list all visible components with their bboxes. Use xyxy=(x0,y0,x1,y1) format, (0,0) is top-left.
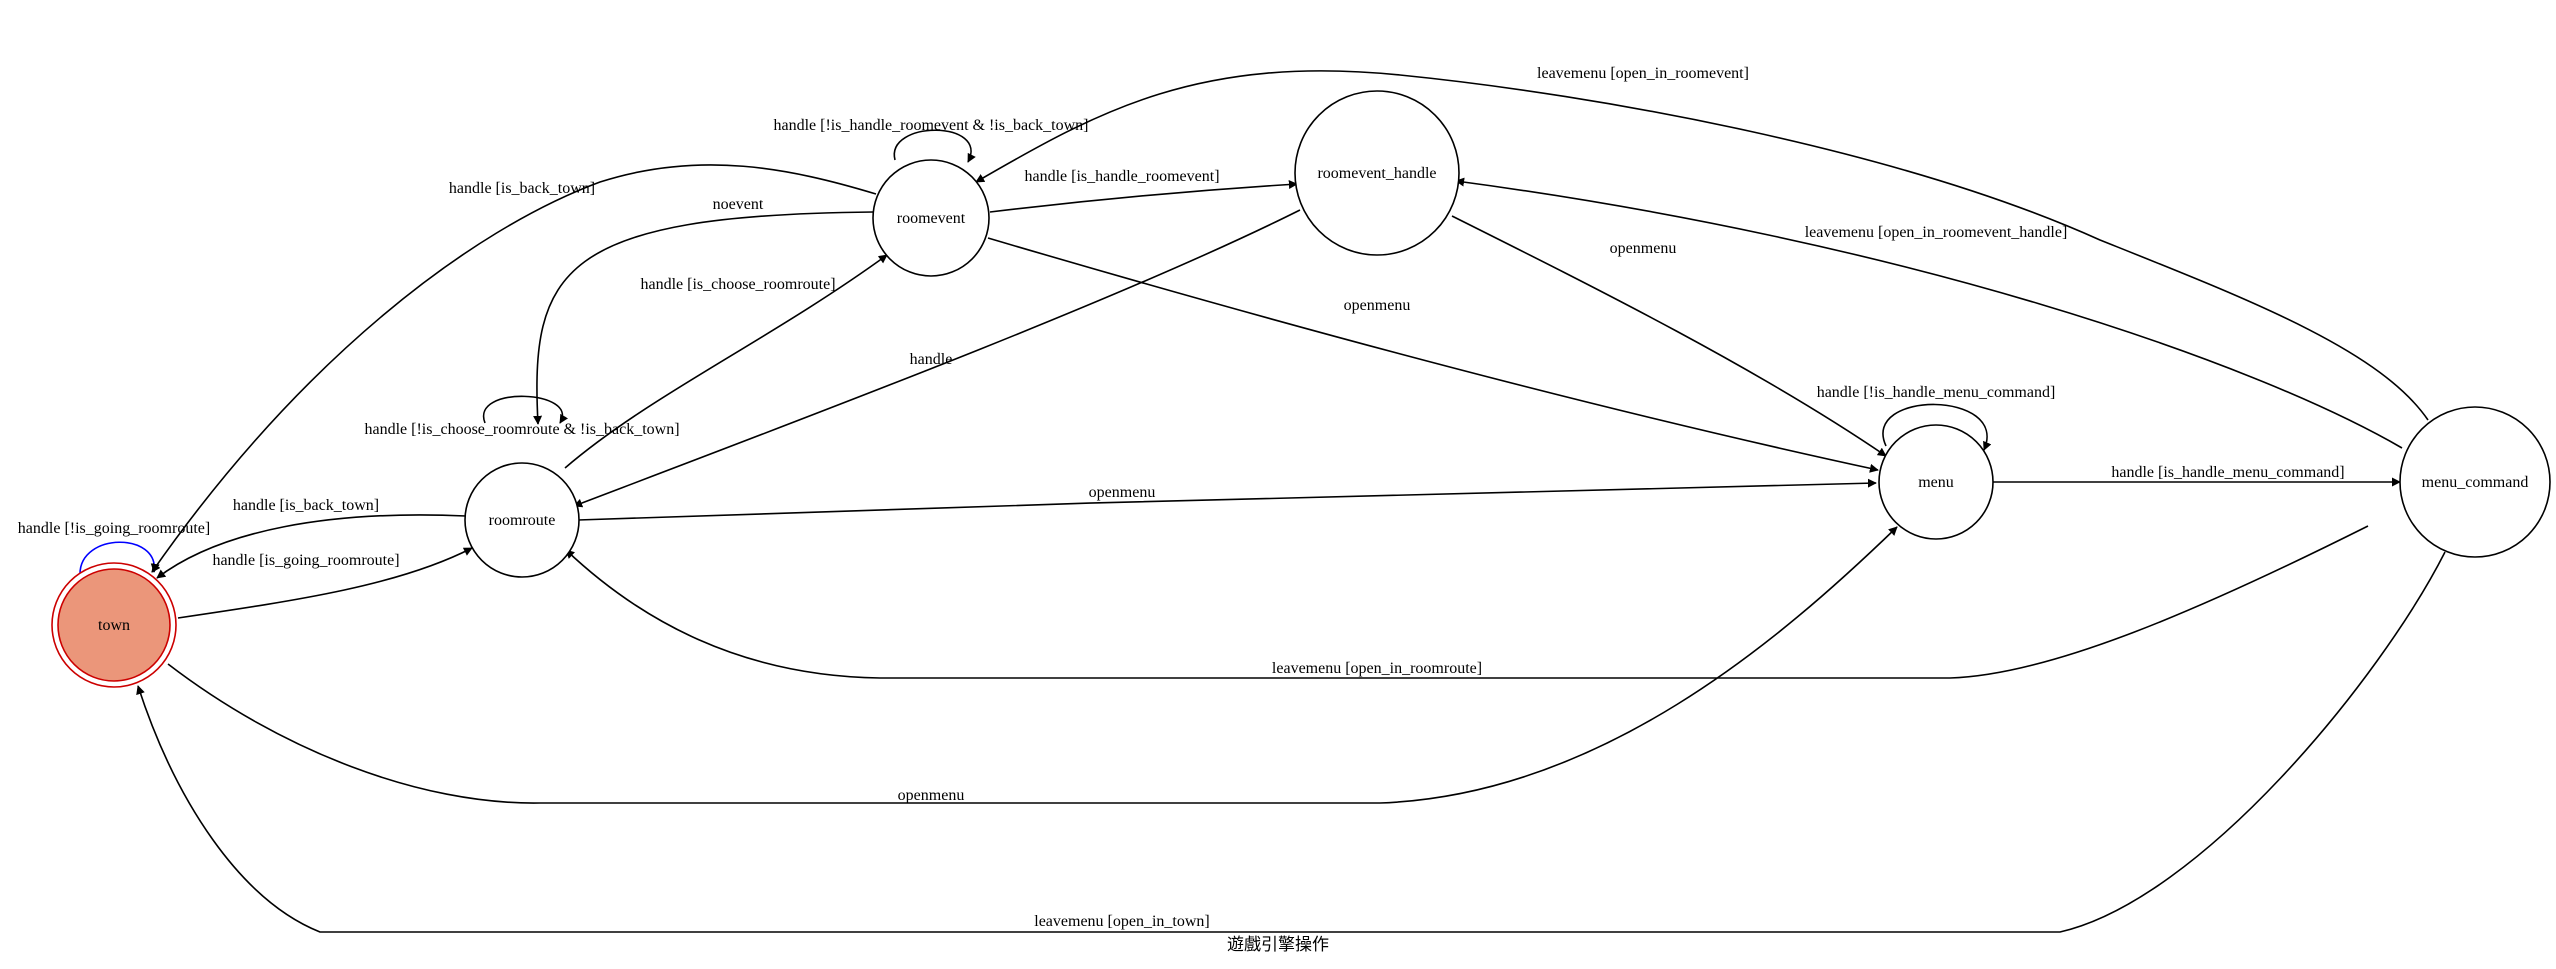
label-roomroute-to-menu: openmenu xyxy=(1089,484,1156,501)
edge-town-to-menu xyxy=(167,526,1898,804)
node-menu-command-label: menu_command xyxy=(2422,474,2529,491)
label-menu-loop: handle [!is_handle_menu_command] xyxy=(1817,384,2056,401)
edge-roomevent-to-roomroute xyxy=(533,211,874,425)
label-roomroute-to-town: handle [is_back_town] xyxy=(233,497,379,514)
node-town[interactable]: town xyxy=(51,562,177,688)
edge-labels: handle [!is_going_roomroute] handle [is_… xyxy=(18,65,2345,930)
edge-town-to-roomroute xyxy=(177,547,473,619)
edge-command-to-roomevent xyxy=(975,70,2429,421)
edge-roomroute-loop xyxy=(482,395,569,424)
edge-command-to-town xyxy=(136,551,2446,933)
label-menu-to-command: handle [is_handle_menu_command] xyxy=(2111,464,2344,481)
edge-roomroute-to-town xyxy=(156,514,467,579)
node-menu-label: menu xyxy=(1918,474,1954,491)
edge-roomevent-to-town xyxy=(151,164,877,573)
edge-roomevent-to-handle xyxy=(989,180,1298,213)
label-roomevent-loop: handle [!is_handle_roomevent & !is_back_… xyxy=(773,117,1088,134)
diagram-caption: 遊戲引擎操作 xyxy=(1227,935,1329,955)
node-town-label: town xyxy=(98,617,130,634)
label-roomevent-to-menu: openmenu xyxy=(1344,297,1411,314)
edges xyxy=(79,70,2446,933)
node-roomevent-handle[interactable]: roomevent_handle xyxy=(1294,90,1460,256)
edge-roomroute-to-menu xyxy=(577,478,1877,521)
node-town-fill xyxy=(57,568,171,682)
node-roomroute[interactable]: roomroute xyxy=(464,462,580,578)
node-roomevent-label: roomevent xyxy=(897,210,966,227)
label-town-to-roomroute: handle [is_going_roomroute] xyxy=(212,552,399,569)
node-roomevent-handle-label: roomevent_handle xyxy=(1317,165,1436,182)
node-roomevent[interactable]: roomevent xyxy=(872,159,990,277)
label-roomevent-to-handle: handle [is_handle_roomevent] xyxy=(1024,168,1219,185)
edge-command-to-roomroute xyxy=(565,525,2369,679)
node-menu[interactable]: menu xyxy=(1878,424,1994,540)
edge-town-loop xyxy=(79,541,160,575)
label-command-to-town: leavemenu [open_in_town] xyxy=(1034,913,1210,930)
edge-roomevent-loop xyxy=(893,129,976,163)
label-roomroute-loop: handle [!is_choose_roomroute & !is_back_… xyxy=(364,421,679,438)
edge-handle-to-menu xyxy=(1451,215,1887,457)
label-command-to-roomevent: leavemenu [open_in_roomevent] xyxy=(1537,65,1749,82)
node-menu-command[interactable]: menu_command xyxy=(2399,406,2551,558)
nodes: town roomroute roomevent roomevent_handl… xyxy=(51,90,2551,688)
label-roomevent-to-town: handle [is_back_town] xyxy=(449,180,595,197)
edge-roomroute-to-roomevent xyxy=(564,254,888,469)
label-handle-to-menu: openmenu xyxy=(1610,240,1677,257)
edge-handle-to-roomroute xyxy=(573,209,1301,508)
edge-menu-loop xyxy=(1882,403,1992,451)
label-roomevent-to-roomroute: noevent xyxy=(713,196,764,213)
label-town-to-menu: openmenu xyxy=(898,787,965,804)
label-roomroute-to-roomevent: handle [is_choose_roomroute] xyxy=(640,276,835,293)
label-command-to-roomroute: leavemenu [open_in_roomroute] xyxy=(1272,660,1482,677)
label-town-loop: handle [!is_going_roomroute] xyxy=(18,520,210,537)
edge-roomevent-to-menu xyxy=(987,237,1879,473)
label-handle-to-roomroute: handle xyxy=(910,351,953,368)
node-roomroute-label: roomroute xyxy=(489,512,556,529)
edge-command-to-handle xyxy=(1455,177,2403,449)
label-command-to-handle: leavemenu [open_in_roomevent_handle] xyxy=(1805,224,2068,241)
